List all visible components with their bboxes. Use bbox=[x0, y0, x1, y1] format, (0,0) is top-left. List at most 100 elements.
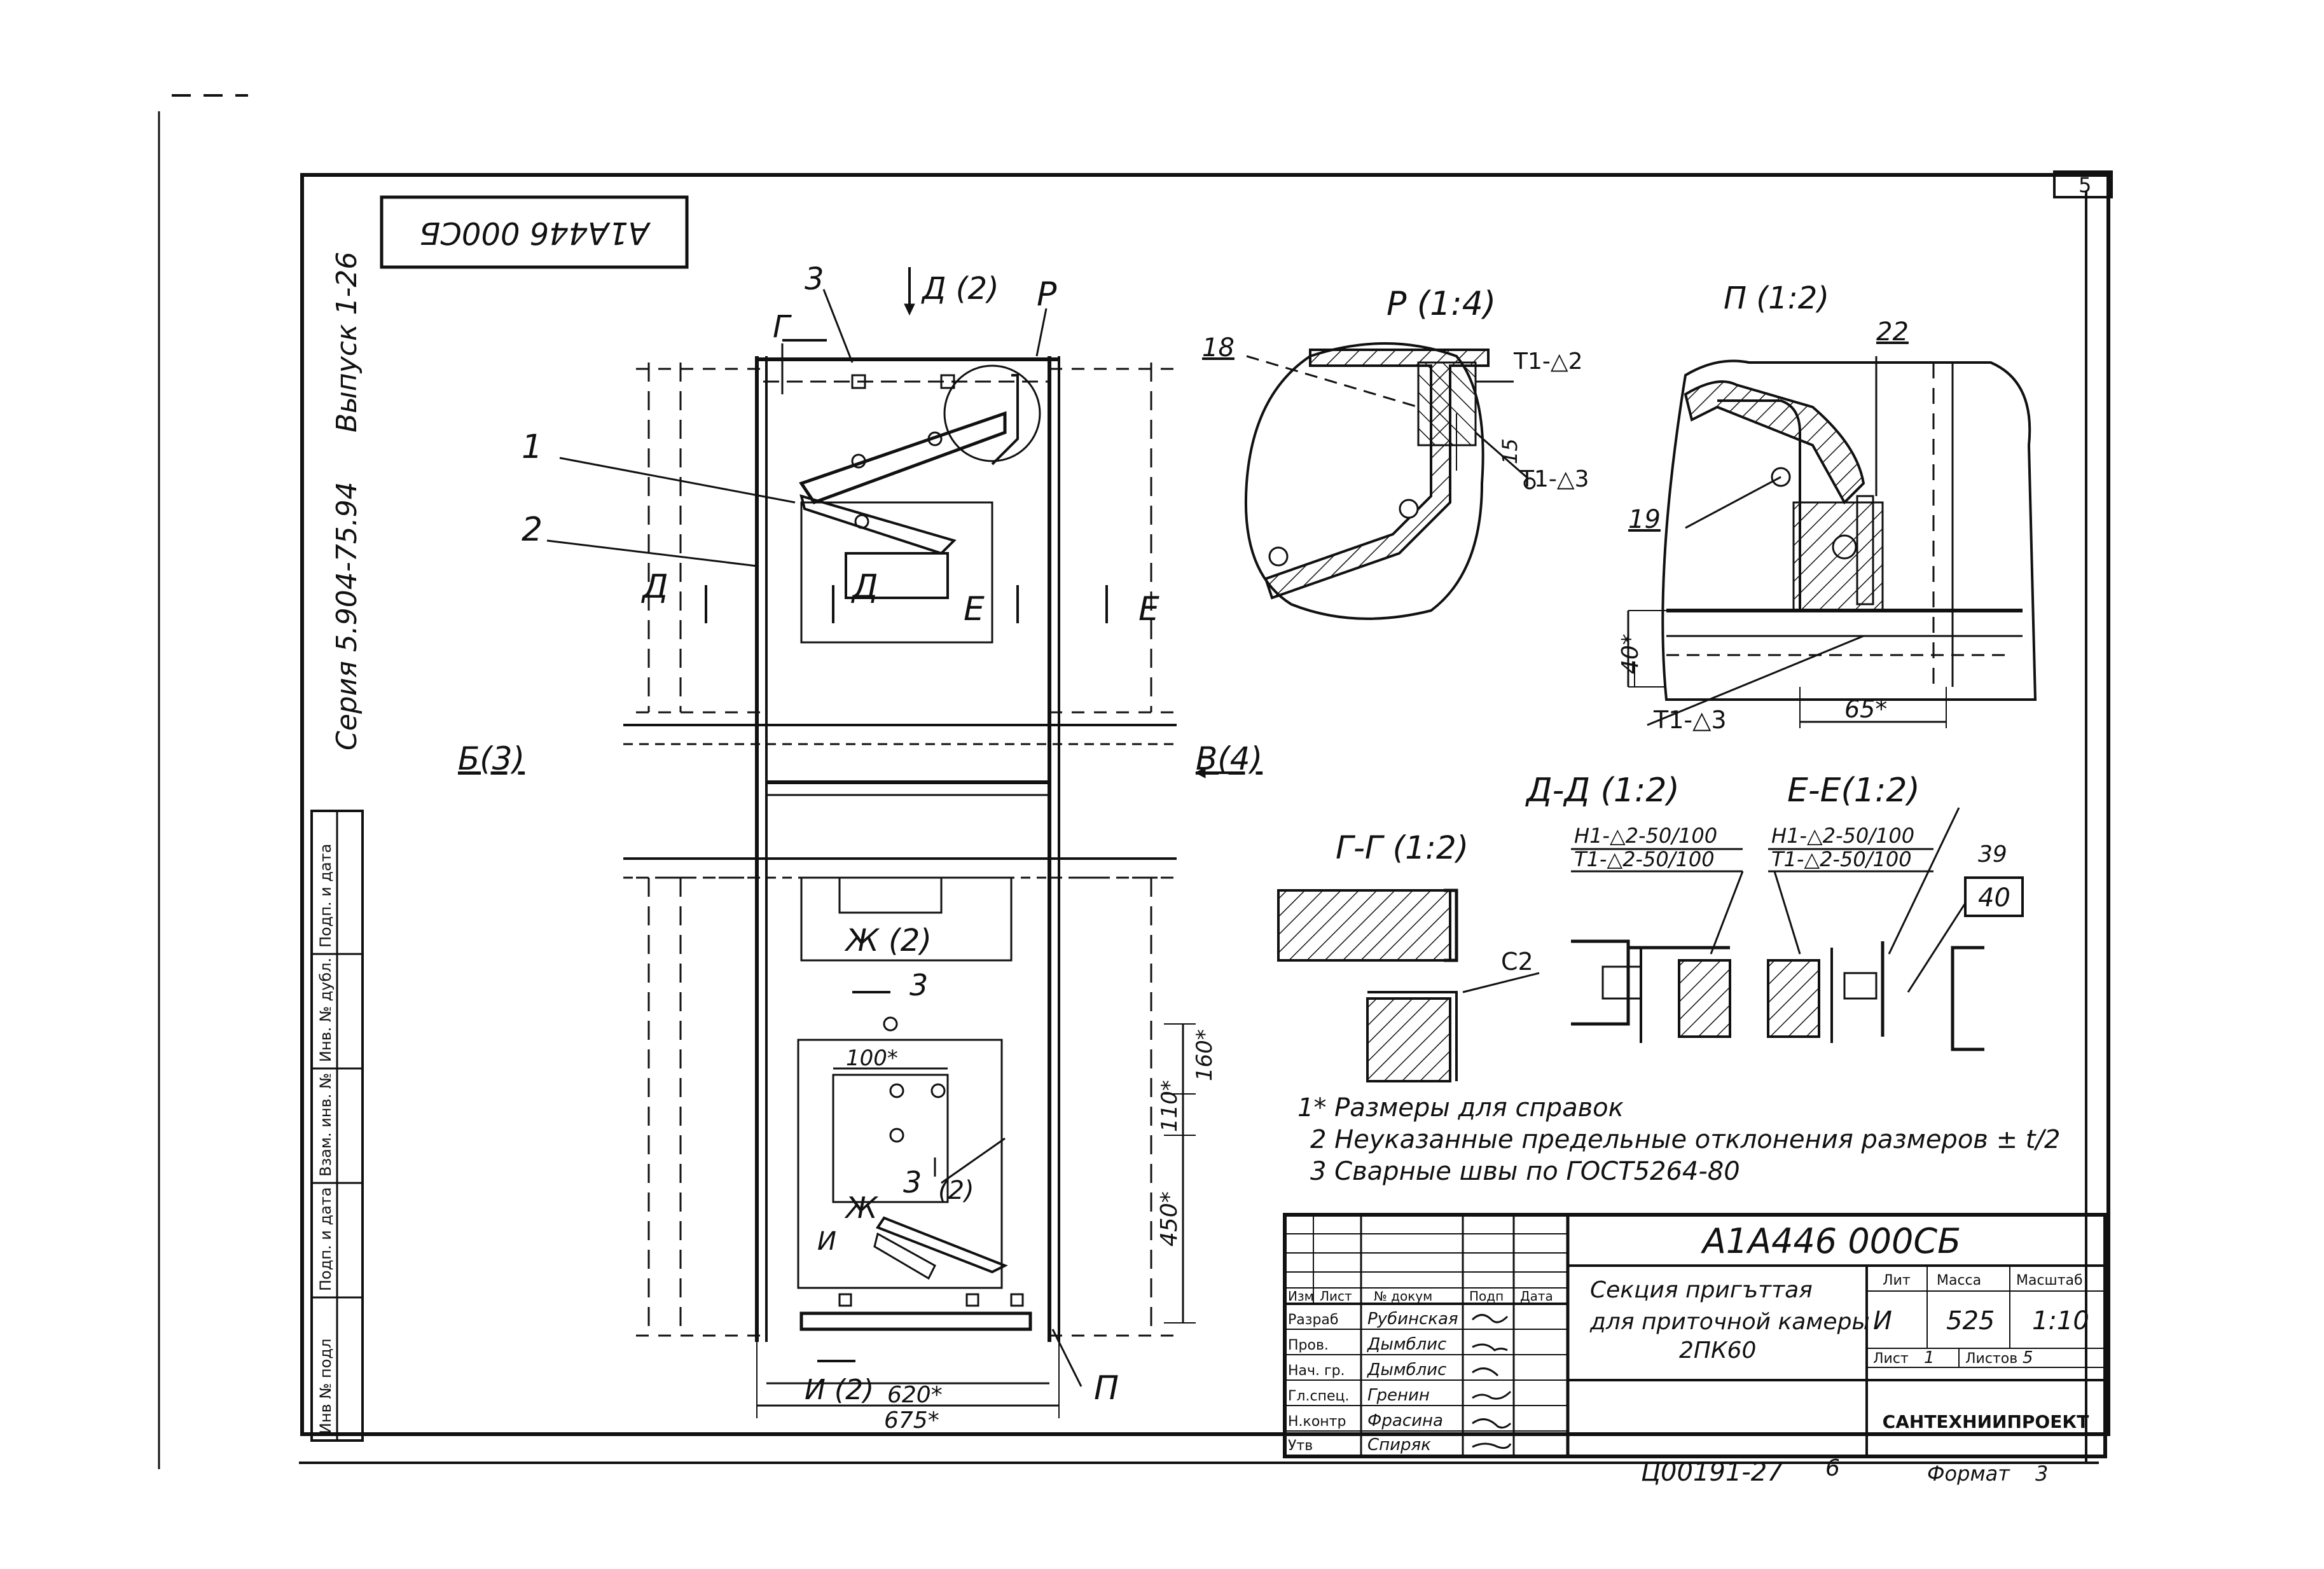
label-cut-e-inner: Е bbox=[964, 590, 985, 628]
label-zh: Ж bbox=[844, 1191, 879, 1225]
rotated-designation: А1А446 000СБ bbox=[419, 215, 651, 251]
title-header-list: Лист bbox=[1320, 1289, 1352, 1304]
label-dim-100: 100* bbox=[846, 1046, 898, 1071]
title-header-date: Дата bbox=[1520, 1289, 1553, 1304]
stamp-cell-3: Взам. инв. № bbox=[317, 1073, 335, 1177]
title-header-izm: Изм bbox=[1288, 1289, 1314, 1304]
label-cut-e-right: Е bbox=[1138, 590, 1159, 628]
section-ee-weld-bottom: Т1-△2-50/100 bbox=[1771, 847, 1912, 871]
title-role-4: Гл.спец. bbox=[1288, 1388, 1349, 1404]
title-scale-label: Масштаб bbox=[2016, 1273, 2083, 1289]
stamp-cell-5: Подп. и дата bbox=[317, 844, 335, 948]
detail-p-view bbox=[1627, 356, 2037, 728]
section-dd-weld-bottom: Т1-△2-50/100 bbox=[1574, 847, 1715, 871]
sheet-frame bbox=[158, 94, 2113, 1469]
copy-number: Ц00191-27 bbox=[1641, 1458, 1783, 1487]
signatures bbox=[1471, 1314, 1512, 1449]
title-sheet-value: 1 bbox=[1924, 1348, 1935, 1367]
label-item-3-top: 3 bbox=[805, 261, 824, 297]
title-name-line2: для приточной камеры bbox=[1589, 1309, 1870, 1335]
title-name-4: Гренин bbox=[1367, 1386, 1430, 1405]
label-view-zh: Ж (2) bbox=[844, 923, 932, 958]
section-ee-title: Е-Е(1:2) bbox=[1787, 771, 1920, 810]
detail-r-callout-15: 15 bbox=[1498, 438, 1522, 464]
title-sheet-label: Лист bbox=[1873, 1351, 1909, 1367]
rotated-designation-box bbox=[380, 195, 689, 269]
title-name-1: Рубинская bbox=[1367, 1310, 1458, 1329]
title-block-grid bbox=[1283, 1213, 2107, 1458]
detail-p-title: П (1:2) bbox=[1724, 280, 1829, 316]
label-view-v: В(4) bbox=[1196, 740, 1262, 777]
detail-p-callout-40: 40* bbox=[1617, 633, 1643, 674]
title-role-3: Нач. гр. bbox=[1288, 1363, 1345, 1379]
title-designation: А1А446 000СБ bbox=[1701, 1221, 1961, 1261]
detail-r-callout-weld-2: Т1-△3 bbox=[1519, 466, 1589, 492]
title-sheets-value: 5 bbox=[2023, 1348, 2033, 1367]
title-role-1: Разраб bbox=[1288, 1312, 1338, 1328]
title-organization: САНТЕХНИИПРОЕКТ bbox=[1883, 1411, 2089, 1432]
label-dim-110: 110* bbox=[1157, 1080, 1182, 1132]
series-label: Серия 5.904-75.94 bbox=[331, 481, 363, 750]
detail-r-view bbox=[1244, 342, 1536, 620]
label-view-i: И (2) bbox=[805, 1374, 874, 1406]
title-mass-value: 525 bbox=[1946, 1306, 1995, 1336]
section-dd-weld-top: Н1-△2-50/100 bbox=[1574, 824, 1717, 848]
page-number: 5 bbox=[2078, 173, 2091, 197]
label-view-b: Б(3) bbox=[458, 740, 525, 777]
label-item-1: 1 bbox=[522, 428, 543, 466]
section-ee-weld-top: Н1-△2-50/100 bbox=[1771, 824, 1914, 848]
label-dim-675: 675* bbox=[884, 1407, 939, 1434]
detail-r-callout-18: 18 bbox=[1202, 333, 1235, 363]
label-cut-d-left: Д bbox=[641, 568, 668, 606]
label-detail-r: Р bbox=[1037, 275, 1057, 314]
format-index: 6 bbox=[1825, 1455, 1840, 1481]
label-detail-p: П bbox=[1094, 1369, 1119, 1407]
label-item-3-low: 3 bbox=[903, 1165, 922, 1199]
detail-p-callout-65: 65* bbox=[1844, 695, 1887, 723]
note-2: 2 Неуказанные предельные отклонения разм… bbox=[1310, 1125, 2060, 1154]
detail-r-title: Р (1:4) bbox=[1387, 285, 1496, 323]
format-label: Формат bbox=[1927, 1462, 2010, 1486]
section-ee-view bbox=[1767, 807, 2024, 1051]
label-item-3-mid: 3 bbox=[910, 968, 928, 1002]
title-mass-label: Масса bbox=[1937, 1273, 1981, 1289]
section-ee-callout-39: 39 bbox=[1978, 841, 2007, 867]
title-scale-value: 1:10 bbox=[2032, 1306, 2089, 1336]
section-ee-callout-40: 40 bbox=[1978, 883, 2010, 913]
label-item-2: 2 bbox=[522, 511, 543, 549]
label-dim-450: 450* bbox=[1156, 1191, 1182, 1247]
title-lit-value: И bbox=[1873, 1306, 1892, 1336]
side-stamp bbox=[310, 810, 364, 1442]
title-role-2: Пров. bbox=[1288, 1337, 1329, 1353]
title-name-line1: Секция пригъттая bbox=[1590, 1277, 1813, 1303]
section-dd-title: Д-Д (1:2) bbox=[1525, 771, 1680, 810]
main-view-labels: 3 Д (2) Р Г 1 2 Д Д Е Е Б(3) В(4) Ж (2) … bbox=[458, 261, 1262, 1434]
stamp-cell-4: Инв. № дубл. bbox=[317, 958, 335, 1062]
title-role-5: Н.контр bbox=[1288, 1414, 1346, 1430]
format-size: 3 bbox=[2035, 1462, 2048, 1486]
title-role-6: Утв bbox=[1288, 1438, 1313, 1454]
stamp-cell-2: Подп. и дата bbox=[317, 1187, 335, 1292]
title-header-doc: № докум bbox=[1374, 1289, 1432, 1304]
title-name-line3: 2ПК60 bbox=[1679, 1337, 1756, 1364]
detail-p-callout-19: 19 bbox=[1628, 505, 1661, 534]
section-gg-callout-c2: С2 bbox=[1501, 948, 1533, 976]
title-name-6: Спиряк bbox=[1367, 1435, 1431, 1455]
label-section-g: Г bbox=[773, 309, 792, 345]
label-view-d: Д (2) bbox=[921, 271, 999, 307]
label-ref-2: (2) bbox=[938, 1176, 974, 1205]
title-header-sign: Подп bbox=[1469, 1289, 1504, 1304]
title-lit-label: Лит bbox=[1883, 1273, 1911, 1289]
stamp-cell-1: Инв № подл bbox=[317, 1339, 335, 1434]
label-dim-620: 620* bbox=[887, 1382, 943, 1408]
section-dd-view bbox=[1571, 848, 1744, 1043]
note-1: 1* Размеры для справок bbox=[1297, 1093, 1624, 1123]
main-elevation-view bbox=[546, 267, 1240, 1418]
label-dim-160: 160* bbox=[1192, 1029, 1217, 1081]
issue-label: Выпуск 1-26 bbox=[331, 252, 363, 432]
detail-r-callout-weld-1: Т1-△2 bbox=[1513, 349, 1582, 375]
detail-p-callout-22: 22 bbox=[1876, 317, 1909, 347]
title-sheets-label: Листов bbox=[1965, 1351, 2017, 1367]
section-gg-view bbox=[1277, 888, 1540, 1082]
